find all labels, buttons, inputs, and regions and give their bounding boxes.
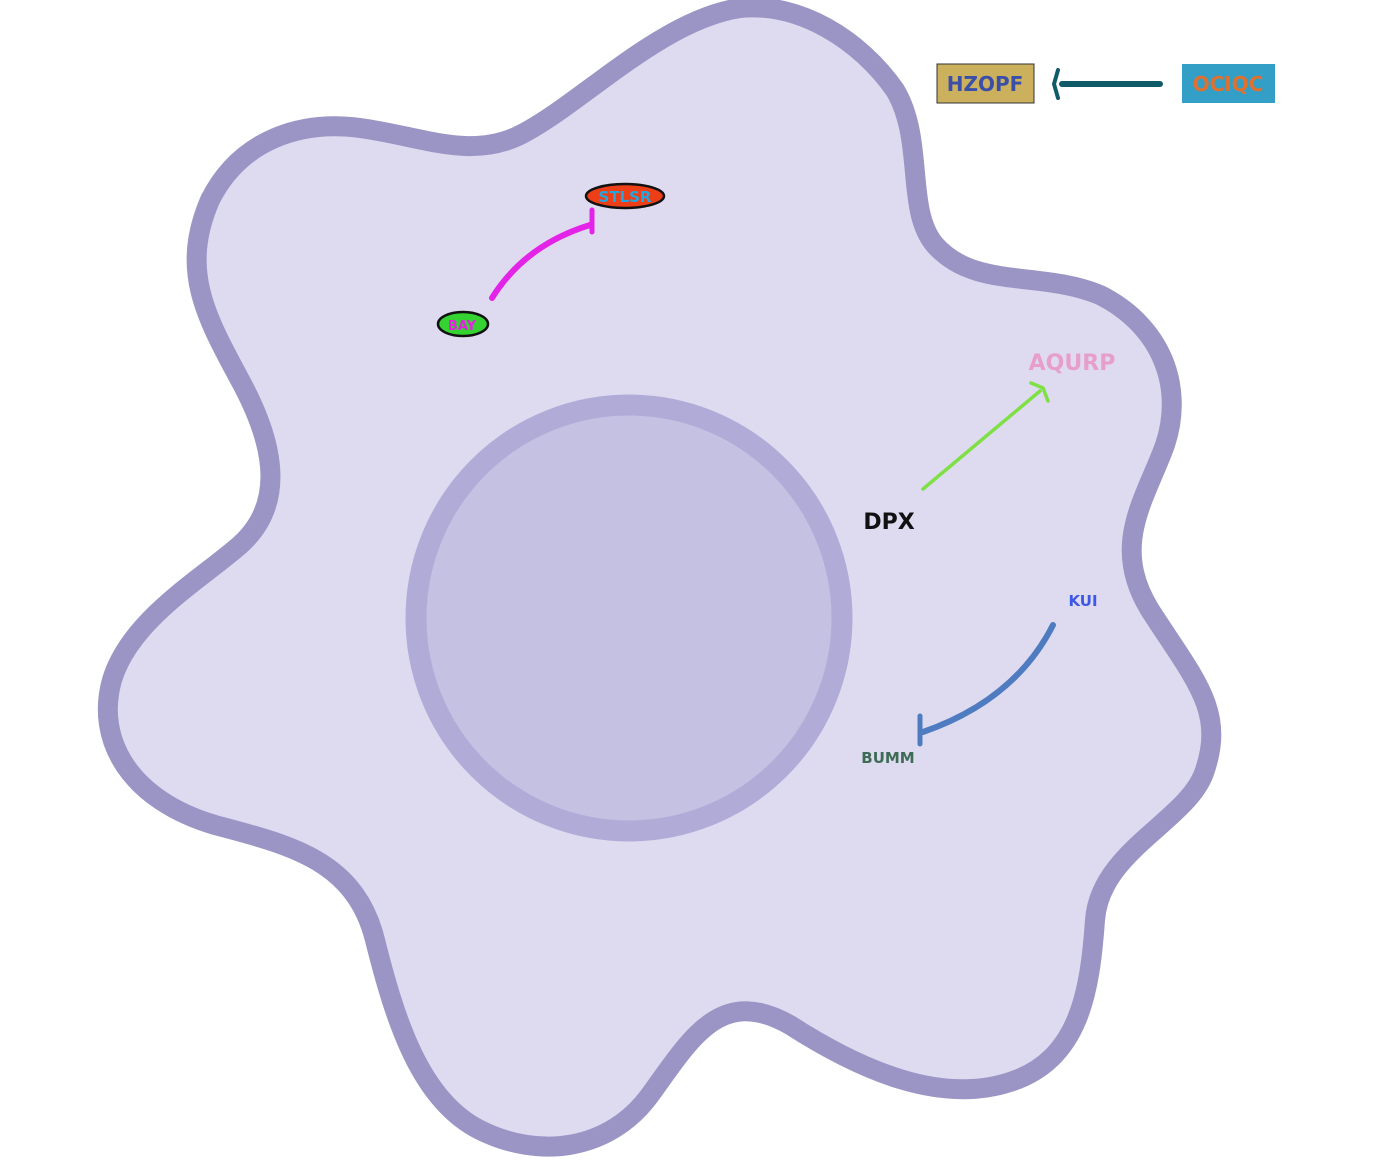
node-bumm: BUMM: [861, 749, 914, 767]
node-stlsr: [584, 182, 666, 210]
node-stlsr-label: STLSR: [599, 188, 652, 206]
node-bay-label: BAY: [448, 319, 477, 334]
legend-source-label: OCIQC: [1193, 72, 1264, 96]
edge-dpx-aqurp-head: [1029, 381, 1050, 403]
nucleus: [405, 394, 853, 842]
edge-bay-stlsr: [489, 222, 593, 301]
legend-source-box: [1182, 64, 1275, 103]
node-kui: KUI: [1068, 592, 1097, 610]
node-bay: [436, 310, 490, 338]
legend-target-label: HZOPF: [947, 72, 1024, 96]
legend-arrow: [1051, 68, 1163, 100]
legend-target-box: [936, 63, 1035, 104]
edge-dpx-aqurp: [921, 389, 1042, 491]
node-aqurp: AQURP: [1029, 351, 1116, 376]
node-dpx: DPX: [863, 510, 914, 535]
edge-kui-bumm: [920, 622, 1056, 735]
